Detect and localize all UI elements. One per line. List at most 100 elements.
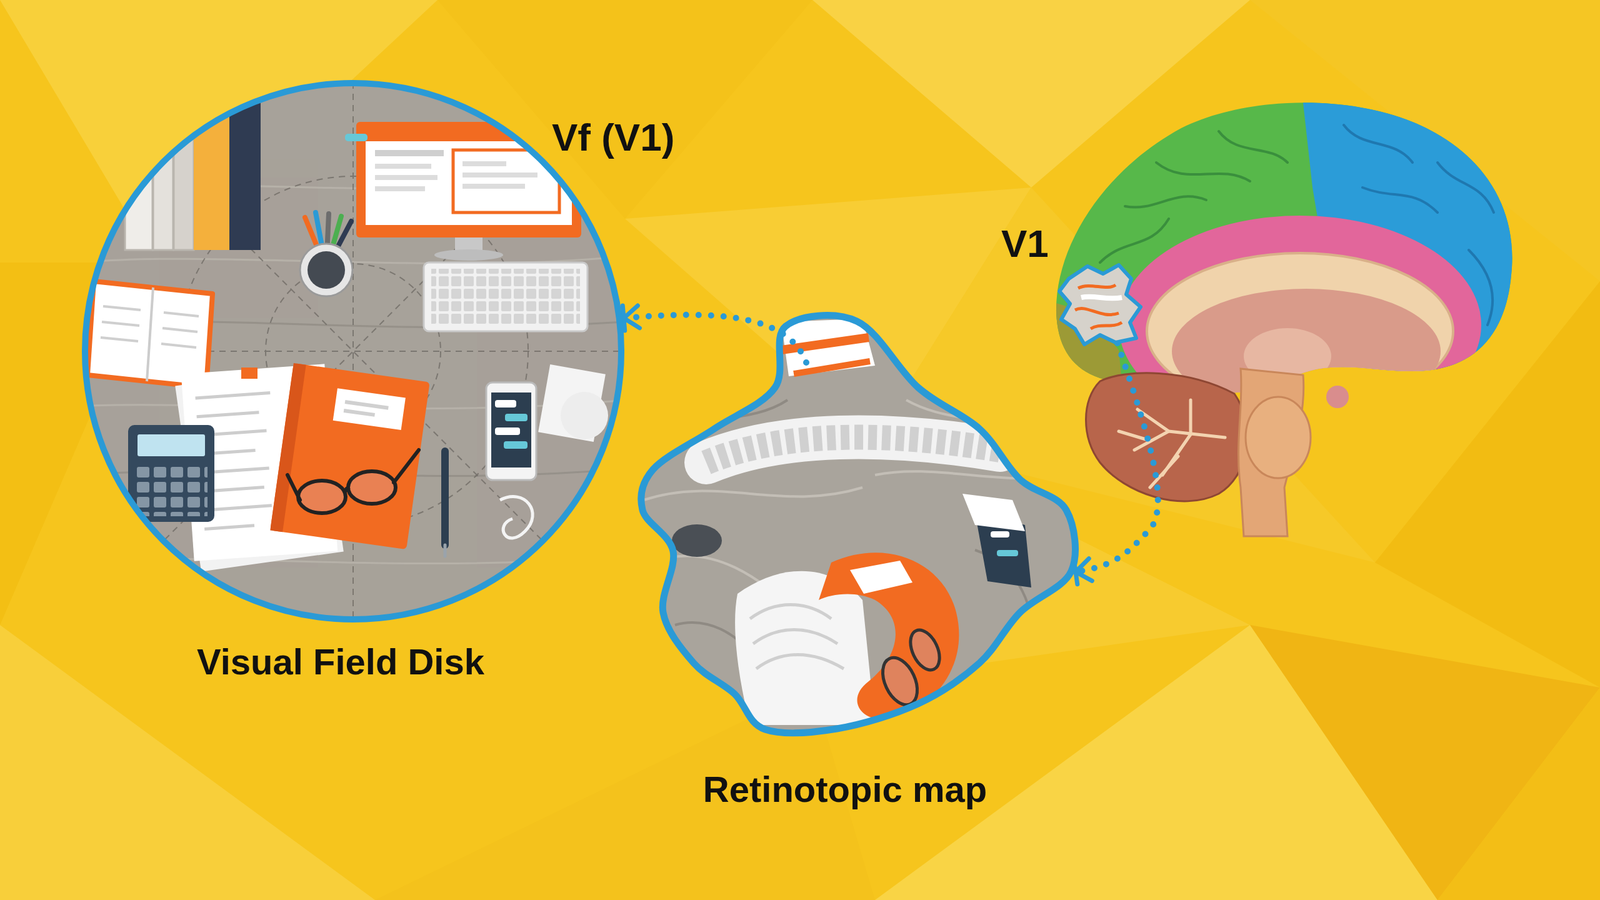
retinotopic-illustration [905,625,946,675]
brain-illustration [1118,400,1225,488]
desk-illustration [173,87,194,250]
desk-illustration [431,268,580,325]
text-holder: Vf (V1) [551,115,675,160]
desk-illustration [287,450,419,500]
desk-illustration [270,363,430,550]
retinotopic-illustration [996,550,1019,557]
brain-illustration [1326,385,1349,409]
desk-illustration [287,450,419,514]
desk-illustration [137,434,205,457]
desk-illustration [195,393,271,399]
node-outline [632,316,1083,735]
brain-illustration [1343,125,1413,163]
desk-illustration [423,262,588,332]
desk-illustration [356,121,582,238]
retinotopic-illustration [750,605,844,670]
desk-illustration [375,175,438,180]
brain-illustration [1437,162,1494,213]
desk-illustration [146,287,154,382]
brain-illustration [1218,131,1288,163]
desk-illustration [491,392,532,468]
desk-illustration [365,131,572,142]
brain-illustration [1189,400,1193,435]
desk-illustration [345,488,349,492]
desk-illustration [161,343,197,348]
desk-illustration [462,161,507,167]
v1-detail [1075,285,1122,329]
retinotopic-illustration [671,524,722,557]
v1-region: V1 [1056,260,1144,348]
brain-illustration [1125,196,1207,207]
node-outline [1056,260,1144,348]
retinotopic-illustration [625,312,1088,738]
desk-illustration [343,408,375,417]
desk-illustration [462,183,525,189]
desk-illustration [128,425,215,522]
desk-illustration [462,172,538,178]
node-outline [81,80,625,623]
text-holder: V1 [1001,221,1049,266]
desk-illustration [100,337,139,342]
desk-illustration [75,75,638,638]
desk-illustration [495,427,520,435]
desk-illustration [441,451,449,545]
brain-illustration [1156,162,1250,182]
desk-illustration [163,312,199,317]
background-facets [1250,625,1600,900]
brain-illustration [1025,75,1563,537]
text-holder: Visual Field Disk [196,641,485,684]
desk-illustration [495,400,517,408]
desk-illustration [365,131,572,225]
retinotopic-illustration [962,493,1025,532]
background-facets [437,0,813,219]
background-facets [1437,687,1600,900]
desk-illustration [162,328,198,332]
disk-border [85,83,622,620]
retinotopic-map: Retinotopic map [632,316,1083,735]
node-label: V1 [1001,221,1049,266]
brain-illustration [1100,218,1169,263]
retinotopic-illustration [753,630,838,645]
retinotopic-illustration [990,531,1010,538]
desk-illustration [298,480,346,514]
desk-illustration [307,251,345,289]
desk-illustration [486,382,537,480]
brain-illustration [1245,396,1311,479]
v1-detail [1081,296,1122,299]
desk-illustration [84,82,622,620]
retinotopic-illustration [625,312,1088,738]
heading-label: Vf (V1) [551,115,675,160]
desk-illustration [204,525,255,530]
retinotopic-illustration [643,487,863,500]
desk-illustration [333,388,406,430]
desk-illustration [84,82,622,620]
retinotopic-illustration [850,560,913,594]
node-label: Visual Field Disk [196,641,485,684]
desk-illustration [193,87,230,250]
desk-illustration [135,462,208,517]
desk-illustration [100,306,199,348]
node-label: Retinotopic map [703,768,987,811]
desk-illustration [241,367,258,379]
desk-illustration [503,441,528,449]
desk-illustration [125,87,153,250]
desk-illustration [434,249,504,261]
desk-illustration [300,243,353,297]
v1-border [1059,265,1141,345]
desk-illustration [375,150,444,157]
desk-illustration [505,413,528,422]
retinotopic-illustration [756,655,844,670]
desk-illustration [345,400,389,410]
visual-field-disk: Vf (V1)Visual Field Disk [81,80,625,623]
text-holder: Retinotopic map [703,768,987,811]
dotted-arrow [1075,343,1159,572]
retinotopic-illustration [875,471,1075,479]
desk-illustration [443,545,447,557]
desk-illustration [375,186,425,192]
desk-illustration [500,496,533,539]
